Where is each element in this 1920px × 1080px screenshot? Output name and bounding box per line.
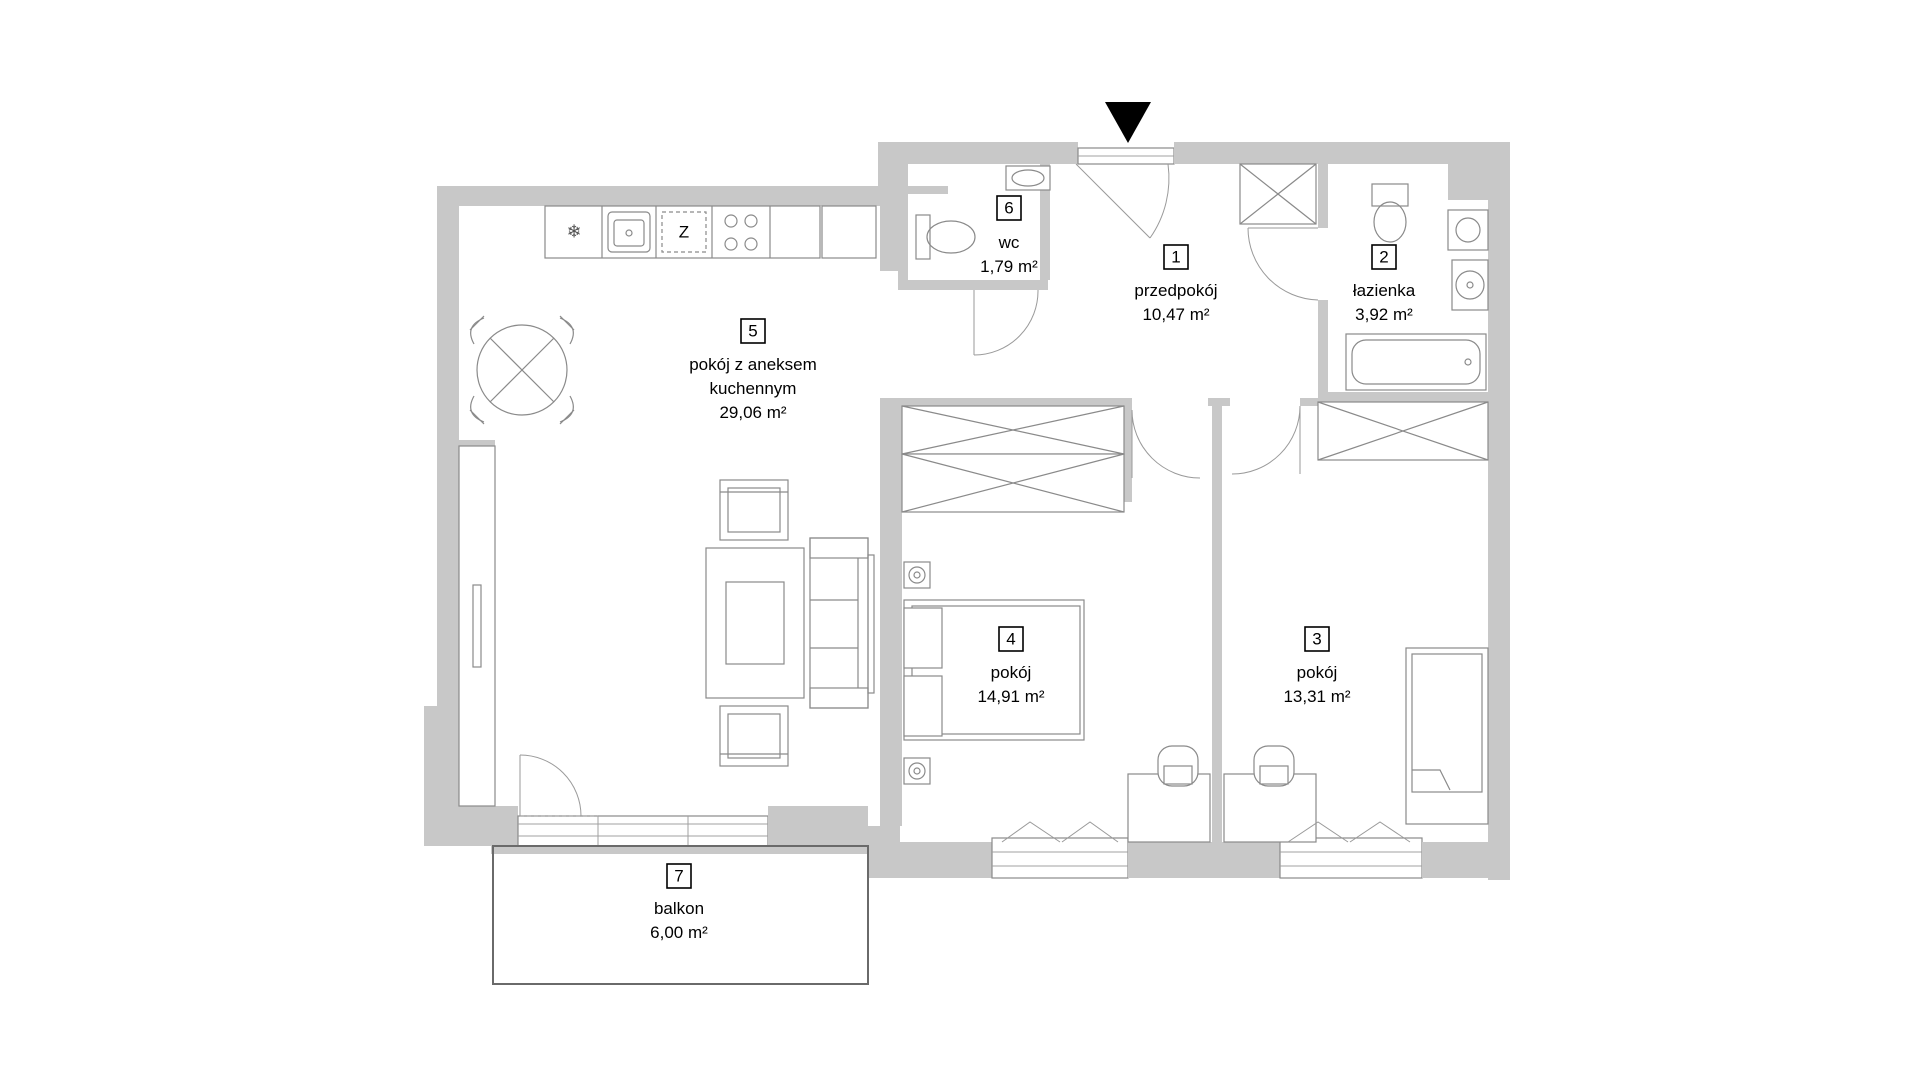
room-area: 13,31 m² [1283,687,1350,706]
room-label-3: 3 pokój 13,31 m² [1283,626,1351,706]
round-table [469,315,575,425]
room-number: 6 [1004,199,1013,218]
living-furniture [705,479,875,767]
room-label-6: 6 wc 1,79 m² [980,195,1038,276]
room-label-7: 7 balkon 6,00 m² [650,863,708,942]
room-label-4: 4 pokój 14,91 m² [977,626,1045,706]
left-wall-cabinet [458,445,496,807]
room-name-line-1: pokój z aneksem [689,355,817,374]
room-name-line-2: kuchennym [710,379,797,398]
room-name: przedpokój [1134,281,1217,300]
room-name: wc [998,233,1020,252]
room-label-5: 5 pokój z aneksem kuchennym 29,06 m² [689,318,817,422]
room-area: 10,47 m² [1142,305,1209,324]
room-number: 1 [1171,248,1180,267]
room-number: 4 [1006,630,1015,649]
exterior-walls [424,142,1510,880]
bathroom-fixtures [1345,183,1489,391]
room-label-2: 2 łazienka 3,92 m² [1353,244,1416,324]
room-4-furniture [901,405,1211,843]
kitchen-counter: ❄ Z [544,205,877,259]
room-name: balkon [654,899,704,918]
room-area: 14,91 m² [977,687,1044,706]
room-area: 6,00 m² [650,923,708,942]
room-name: pokój [1297,663,1338,682]
entrance-arrow-icon [1105,102,1151,143]
room-area: 3,92 m² [1355,305,1413,324]
room-number: 2 [1379,248,1388,267]
room-area: 1,79 m² [980,257,1038,276]
fridge-symbol: Z [679,223,689,242]
room-label-1: 1 przedpokój 10,47 m² [1134,244,1218,324]
hallway-fixtures [1075,163,1319,479]
wc-fixtures [915,165,1051,356]
room-3-furniture [1223,401,1489,843]
room-name: pokój [991,663,1032,682]
room-number: 3 [1312,630,1321,649]
snowflake-icon: ❄ [566,222,581,243]
room-number: 7 [674,867,683,886]
balcony-door [519,754,598,817]
room-number: 5 [748,322,757,341]
room-name: łazienka [1353,281,1416,300]
room-area: 29,06 m² [719,403,786,422]
balcony [491,845,871,985]
